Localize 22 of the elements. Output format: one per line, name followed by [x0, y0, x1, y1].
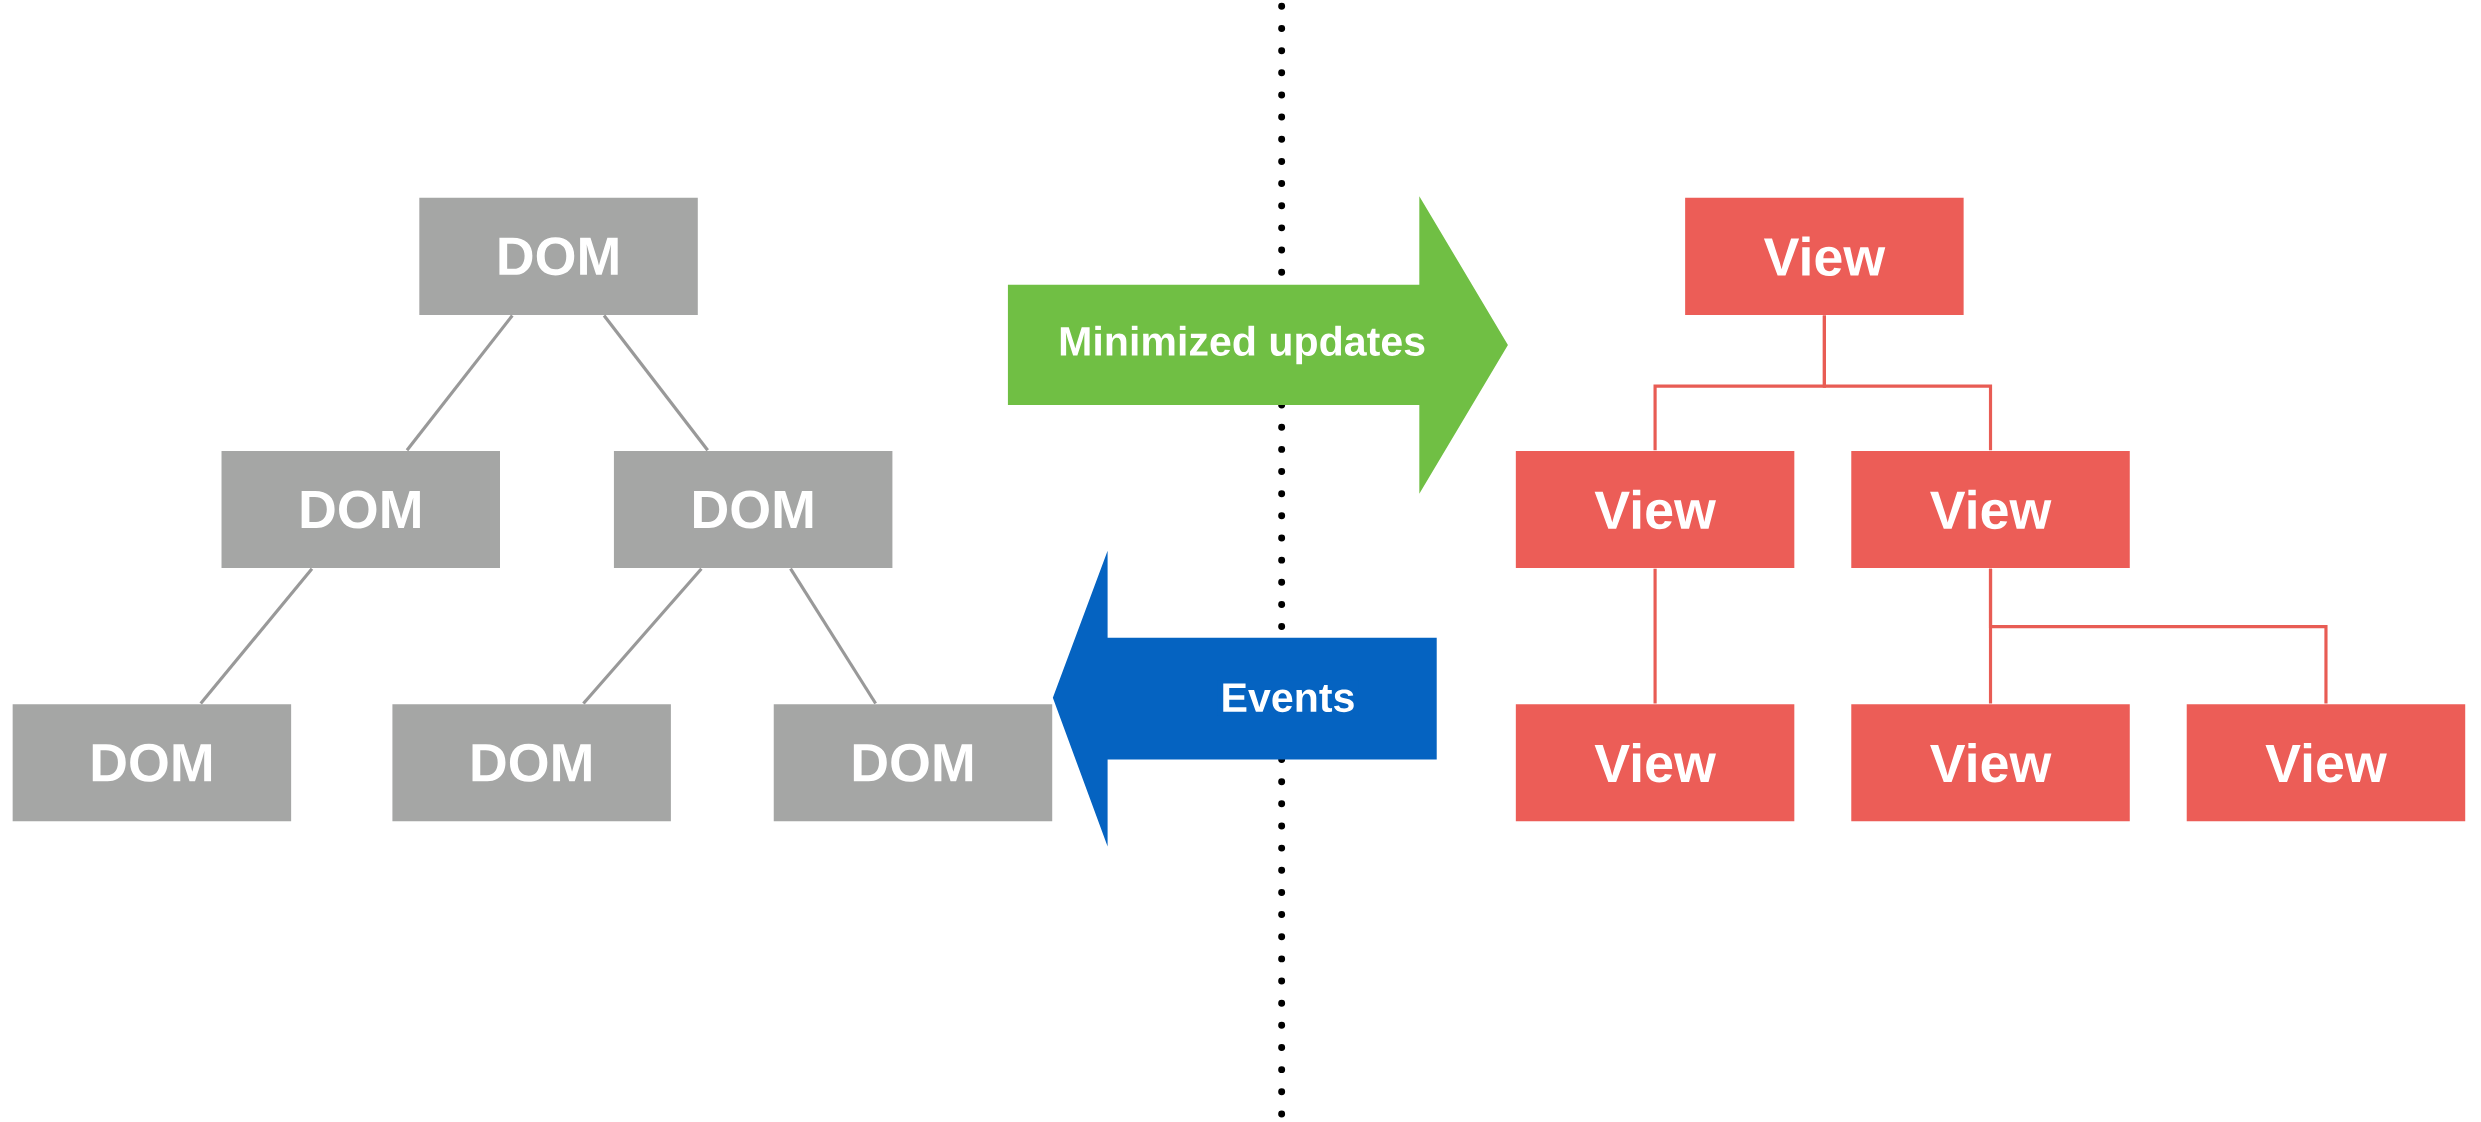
tree-box: DOM [221, 451, 500, 569]
connector-line [199, 567, 314, 705]
connector-line [602, 314, 709, 452]
connector-line [1988, 568, 2328, 704]
tree-box: View [1515, 451, 1795, 569]
connector-line [1822, 315, 1993, 451]
tree-box: DOM [419, 197, 698, 315]
tree-box: DOM [12, 704, 292, 822]
tree-box: View [1685, 197, 1964, 315]
connector-line [405, 314, 514, 452]
edge-label: Events [1217, 680, 1359, 716]
connector-line [1653, 568, 1657, 704]
block-arrow [1052, 550, 1437, 847]
tree-box: View [1515, 704, 1795, 822]
tree-box: View [2186, 704, 2466, 822]
tree-box: DOM [392, 704, 671, 822]
connector-line [582, 567, 703, 705]
connector-line [789, 567, 877, 705]
tree-box: View [1851, 451, 2130, 569]
tree-box: DOM [613, 451, 893, 569]
tree-box: DOM [773, 704, 1053, 822]
tree-box: View [1851, 704, 2130, 822]
